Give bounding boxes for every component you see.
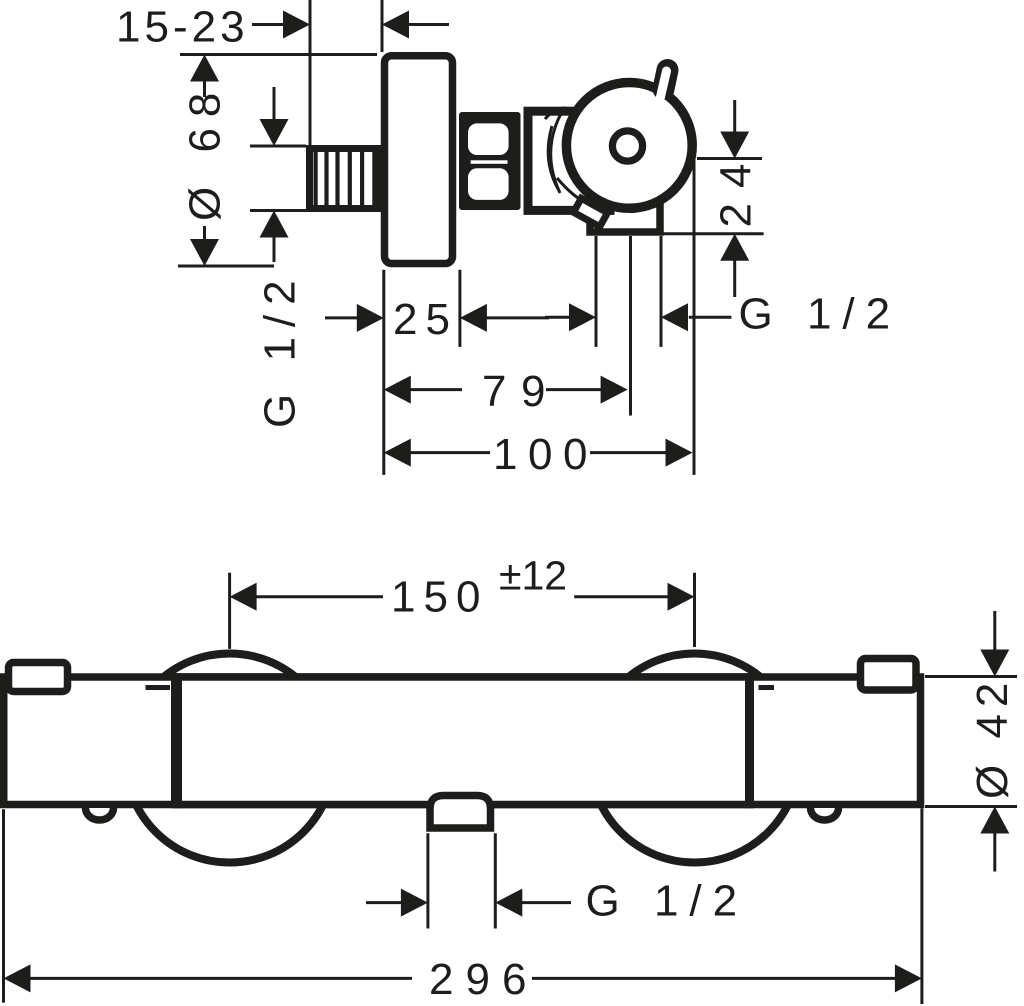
svg-text:100: 100 bbox=[493, 430, 598, 479]
svg-text:150: 150 bbox=[391, 573, 488, 622]
svg-text:G 1/2: G 1/2 bbox=[256, 270, 305, 428]
svg-text:296: 296 bbox=[429, 955, 538, 1004]
svg-text:G 1/2: G 1/2 bbox=[586, 877, 749, 926]
svg-text:15-23: 15-23 bbox=[116, 3, 249, 52]
svg-text:±12: ±12 bbox=[499, 553, 567, 599]
svg-text:Ø 42: Ø 42 bbox=[968, 676, 1017, 799]
svg-text:24: 24 bbox=[712, 149, 761, 228]
svg-text:Ø 68: Ø 68 bbox=[181, 82, 230, 221]
svg-text:G 1/2: G 1/2 bbox=[739, 290, 902, 339]
svg-text:79: 79 bbox=[482, 367, 560, 416]
svg-text:25: 25 bbox=[393, 295, 458, 344]
